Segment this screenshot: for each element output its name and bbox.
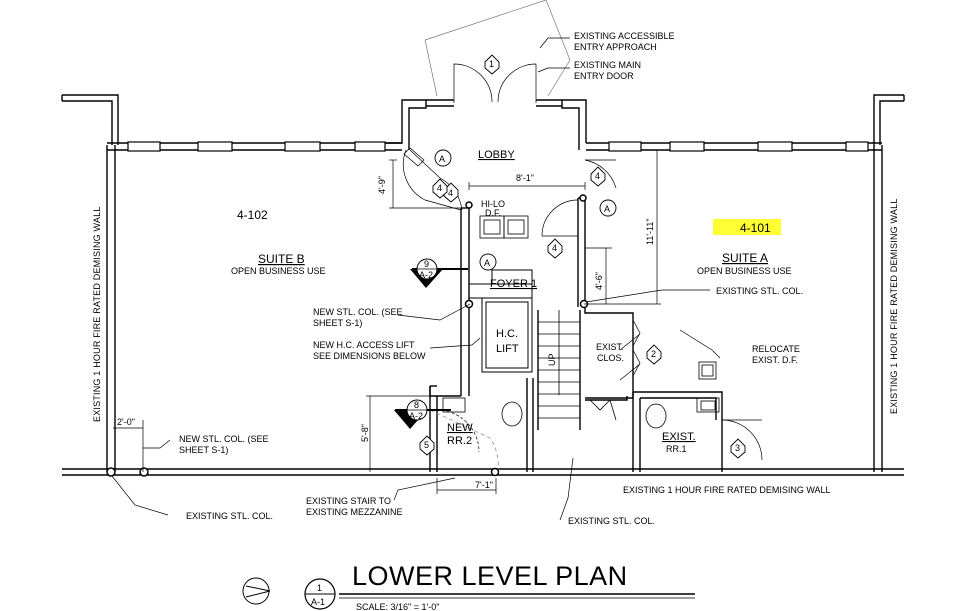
svg-text:4: 4 bbox=[552, 243, 557, 253]
suite-b-use: OPEN BUSINESS USE bbox=[231, 266, 326, 276]
svg-text:A: A bbox=[604, 204, 610, 214]
suite-a-name: SUITE A bbox=[722, 251, 768, 265]
note-demising-bottom: EXISTING 1 HOUR FIRE RATED DEMISING WALL bbox=[623, 485, 831, 495]
leaders bbox=[111, 37, 721, 521]
door-tag-2: 4 bbox=[443, 182, 459, 203]
closet-label-1: EXIST. bbox=[596, 342, 624, 352]
rr2-label-1: NEW bbox=[447, 422, 473, 434]
door-tag-6: 2 bbox=[646, 344, 662, 365]
notes: EXISTING ACCESSIBLE ENTRY APPROACH EXIST… bbox=[92, 31, 899, 526]
note-new-col-left-2: SHEET S-1) bbox=[179, 445, 228, 455]
note-relocate-1: RELOCATE bbox=[752, 344, 800, 354]
wall-tag-foyer: A bbox=[479, 253, 497, 271]
suite-a-use: OPEN BUSINESS USE bbox=[697, 266, 792, 276]
wall-tag-lobby: A bbox=[434, 149, 452, 167]
wall-tag-right: A bbox=[599, 199, 617, 217]
hilo-label-2: D.F. bbox=[485, 208, 501, 218]
foyer-label: FOYER 1 bbox=[490, 278, 537, 290]
lift-label-2: LIFT bbox=[496, 343, 519, 355]
note-existing-stair-1: EXISTING STAIR TO bbox=[306, 496, 391, 506]
svg-text:A-2: A-2 bbox=[419, 270, 433, 280]
suite-a-number: 4-101 bbox=[740, 221, 771, 235]
note-entry-door-2: ENTRY DOOR bbox=[574, 71, 634, 81]
svg-text:4: 4 bbox=[437, 183, 442, 193]
svg-text:8: 8 bbox=[414, 400, 419, 410]
note-new-lift-1: NEW H.C. ACCESS LIFT bbox=[313, 340, 415, 350]
wall-tags: A A A bbox=[434, 149, 617, 271]
dim-suite-a-depth: 11'-11" bbox=[645, 218, 655, 245]
door-tag-5: 4 bbox=[432, 178, 448, 199]
note-demising-right: EXISTING 1 HOUR FIRE RATED DEMISING WALL bbox=[889, 198, 899, 414]
note-existing-col-left: EXISTING STL. COL. bbox=[186, 511, 273, 521]
rr1-label-2: RR.1 bbox=[666, 444, 687, 454]
svg-text:A-2: A-2 bbox=[409, 411, 423, 421]
dim-foyer-depth: 4'-6" bbox=[594, 272, 604, 290]
suite-b-name: SUITE B bbox=[258, 252, 305, 266]
note-new-col-mid-1: NEW STL. COL. (SEE bbox=[313, 307, 403, 317]
note-relocate-2: EXIST. D.F. bbox=[752, 355, 798, 365]
plan-title: LOWER LEVEL PLAN bbox=[352, 561, 628, 591]
note-entry-door-1: EXISTING MAIN bbox=[574, 60, 641, 70]
svg-text:5: 5 bbox=[424, 440, 429, 450]
note-demising-left: EXISTING 1 HOUR FIRE RATED DEMISING WALL bbox=[92, 206, 102, 422]
svg-text:A: A bbox=[439, 154, 445, 164]
dim-rr2-depth: 5'-8" bbox=[360, 424, 370, 442]
closet-label-2: CLOS. bbox=[597, 353, 624, 363]
door-tag-4: 4 bbox=[547, 238, 563, 259]
door-tags: 1 4 4 4 4 2 5 3 bbox=[419, 54, 746, 459]
svg-text:2: 2 bbox=[651, 349, 656, 359]
svg-text:3: 3 bbox=[735, 443, 740, 453]
door-tag-1: 1 bbox=[484, 54, 500, 75]
svg-text:1: 1 bbox=[489, 59, 494, 69]
title-ref-sheet: A-1 bbox=[311, 597, 325, 607]
stair bbox=[538, 310, 617, 421]
north-arrow-icon bbox=[242, 577, 270, 605]
rr2-label-2: RR.2 bbox=[447, 435, 472, 447]
note-new-col-left-1: NEW STL. COL. (SEE bbox=[179, 434, 269, 444]
note-entry-approach-1: EXISTING ACCESSIBLE bbox=[574, 31, 675, 41]
note-existing-col-bottom: EXISTING STL. COL. bbox=[568, 516, 655, 526]
title-ref-number: 1 bbox=[317, 583, 322, 593]
dim-lobby-depth: 4'-9" bbox=[377, 176, 387, 194]
title-block: 1 A-1 LOWER LEVEL PLAN SCALE: 3/16" = 1'… bbox=[242, 561, 695, 611]
hc-lift bbox=[468, 269, 533, 373]
stair-up-label: UP bbox=[547, 353, 557, 366]
lift-label-1: H.C. bbox=[496, 328, 518, 340]
section-marker-8: 8 A-2 bbox=[394, 399, 451, 429]
note-new-lift-2: SEE DIMENSIONS BELOW bbox=[313, 351, 426, 361]
lobby-label: LOBBY bbox=[478, 149, 515, 161]
room-labels: 4-102 SUITE B OPEN BUSINESS USE 4-101 SU… bbox=[231, 149, 792, 454]
svg-text:4: 4 bbox=[595, 171, 600, 181]
hilo-label-1: HI-LO bbox=[481, 199, 505, 209]
door-tag-8: 3 bbox=[730, 438, 746, 459]
svg-text:A: A bbox=[484, 258, 490, 268]
storefront-windows bbox=[127, 141, 869, 152]
plan-scale: SCALE: 3/16" = 1'-0" bbox=[356, 602, 439, 611]
rr1-label-1: EXIST. bbox=[662, 431, 696, 443]
suite-a-highlight bbox=[713, 219, 781, 235]
door-tag-3: 4 bbox=[590, 166, 606, 187]
svg-text:9: 9 bbox=[424, 259, 429, 269]
note-new-col-mid-2: SHEET S-1) bbox=[313, 318, 362, 328]
dimension-labels: 8'-1" 4'-9" 11'-11" 4'-6" 5'-8" 2'-0" 7'… bbox=[117, 173, 655, 490]
svg-text:4: 4 bbox=[448, 188, 453, 198]
suite-b-number: 4-102 bbox=[237, 208, 268, 222]
dim-rr2-width: 7'-1" bbox=[475, 480, 493, 490]
note-existing-stair-2: EXISTING MEZZANINE bbox=[306, 507, 403, 517]
dim-lobby-width: 8'-1" bbox=[516, 173, 534, 183]
door-tag-7: 5 bbox=[419, 435, 435, 456]
note-entry-approach-2: ENTRY APPROACH bbox=[574, 42, 657, 52]
note-stl-col-right: EXISTING STL. COL. bbox=[716, 286, 803, 296]
section-marker-9: 9 A-2 bbox=[410, 258, 468, 288]
fixtures bbox=[442, 215, 720, 429]
dim-left-offset: 2'-0" bbox=[117, 417, 135, 427]
